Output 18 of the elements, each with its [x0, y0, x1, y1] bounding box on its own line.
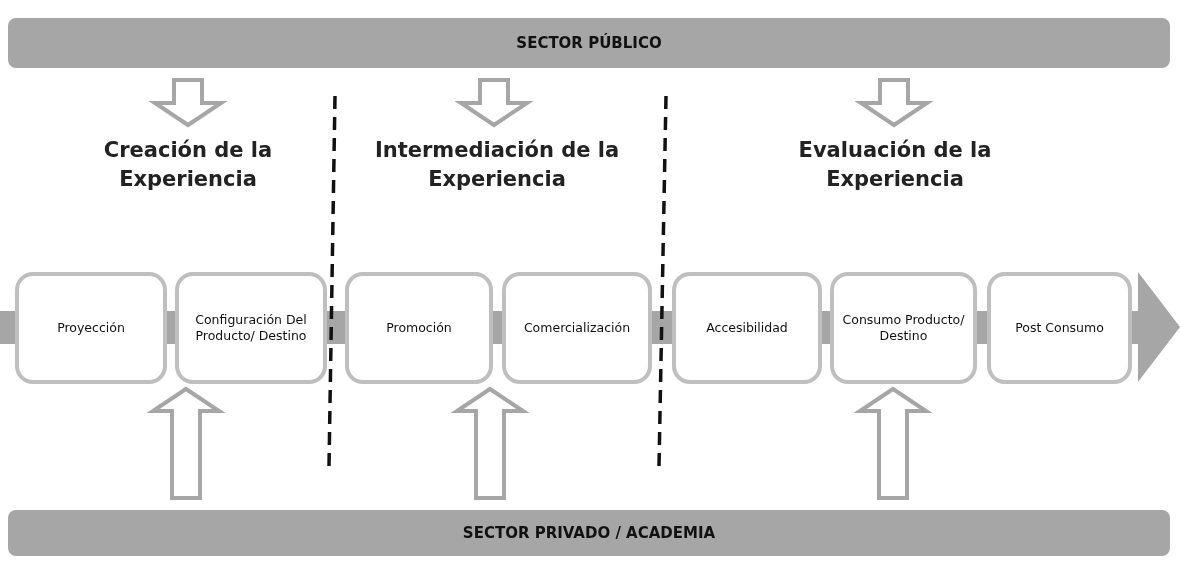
block-arrow — [454, 78, 534, 128]
stage-box: Promoción — [345, 272, 493, 384]
stage-box: Configuración Del Producto/ Destino — [175, 272, 327, 384]
phase-heading: Evaluación de la Experiencia — [770, 130, 1020, 200]
block-arrow — [148, 78, 228, 128]
stage-box: Accesibilidad — [672, 272, 822, 384]
block-arrow — [853, 386, 933, 500]
stage-box: Proyección — [15, 272, 167, 384]
block-arrow — [146, 386, 226, 500]
sector-band: SECTOR PRIVADO / ACADEMIA — [8, 510, 1170, 556]
phase-heading: Intermediación de la Experiencia — [357, 130, 637, 200]
block-arrow — [450, 386, 530, 500]
block-arrow — [854, 78, 934, 128]
stage-box: Consumo Producto/ Destino — [830, 272, 977, 384]
sector-band: SECTOR PÚBLICO — [8, 18, 1170, 68]
stage-box: Comercialización — [502, 272, 652, 384]
phase-heading: Creación de la Experiencia — [68, 130, 308, 200]
stage-box: Post Consumo — [987, 272, 1132, 384]
